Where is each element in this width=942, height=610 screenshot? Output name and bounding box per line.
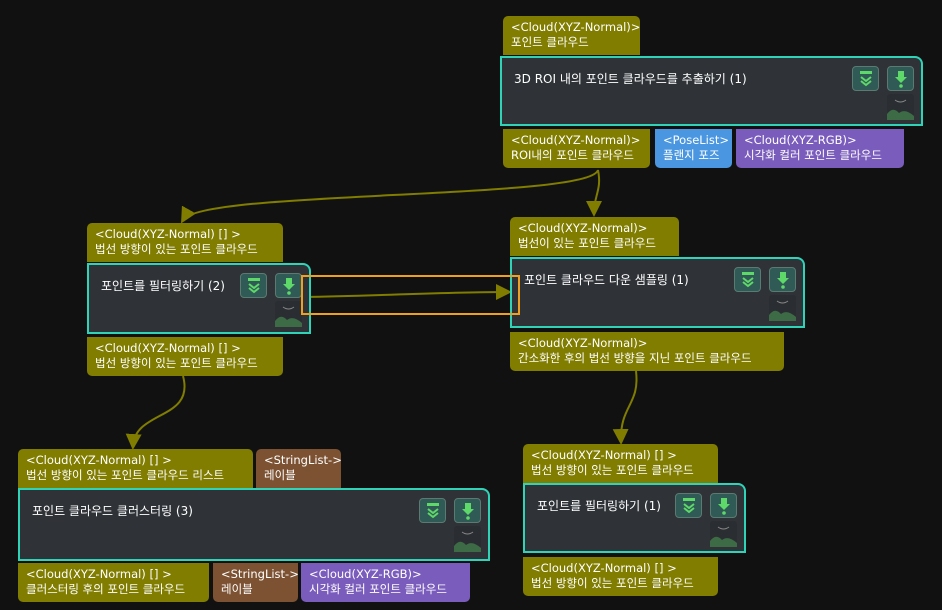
node-title: 3D ROI 내의 포인트 클라우드를 추출하기 (1): [514, 72, 747, 86]
port-type: <Cloud(XYZ-Normal) [] >: [26, 453, 172, 467]
selection-rectangle: [301, 275, 520, 315]
collapse-button[interactable]: [675, 493, 702, 518]
double-chevron-down-icon: [741, 271, 754, 287]
run-button[interactable]: [887, 66, 914, 91]
double-chevron-down-icon: [682, 497, 695, 513]
port-type: <StringList->: [264, 453, 342, 467]
port-label: 법선이 있는 포인트 클라우드: [518, 236, 656, 250]
edge-downsample-to-filter1[interactable]: [612, 370, 638, 445]
port-type: <Cloud(XYZ-Normal) [] >: [531, 448, 677, 462]
edge-roi-to-downsample[interactable]: [586, 169, 603, 217]
port-label: 플랜지 포즈: [663, 148, 720, 162]
port-type: <Cloud(XYZ-Normal)>: [518, 221, 648, 235]
visualization-toggle-icon[interactable]: [887, 94, 914, 120]
input-port[interactable]: <Cloud(XYZ-Normal)>법선이 있는 포인트 클라우드: [510, 217, 679, 256]
port-type: <Cloud(XYZ-Normal) [] >: [95, 341, 241, 355]
output-port[interactable]: <Cloud(XYZ-Normal)>간소화한 후의 법선 방향을 지닌 포인트…: [510, 332, 784, 371]
step-node-downsample-1[interactable]: 포인트 클라우드 다운 샘플링 (1): [510, 257, 805, 328]
visualization-toggle-icon[interactable]: [769, 295, 796, 321]
output-port[interactable]: <Cloud(XYZ-RGB)>시각화 컬러 포인트 클라우드: [736, 129, 904, 168]
port-type: <Cloud(XYZ-Normal)>: [511, 133, 641, 147]
input-port[interactable]: <Cloud(XYZ-Normal) [] >법선 방향이 있는 포인트 클라우…: [523, 444, 718, 483]
port-type: <Cloud(XYZ-Normal) [] >: [95, 227, 241, 241]
collapse-button[interactable]: [419, 498, 446, 523]
arrow-down-icon: [894, 70, 907, 88]
double-chevron-down-icon: [247, 277, 260, 293]
port-label: 포인트 클라우드: [511, 35, 589, 49]
run-button[interactable]: [454, 498, 481, 523]
port-type: <Cloud(XYZ-Normal) [] >: [26, 567, 172, 581]
edge-filter2-to-clustering[interactable]: [125, 375, 186, 450]
port-type: <PoseList>: [663, 133, 730, 147]
output-port[interactable]: <Cloud(XYZ-Normal) [] >법선 방향이 있는 포인트 클라우…: [523, 557, 718, 596]
port-label: 간소화한 후의 법선 방향을 지닌 포인트 클라우드: [518, 351, 752, 365]
port-label: 시각화 컬러 포인트 클라우드: [309, 582, 447, 596]
output-port[interactable]: <Cloud(XYZ-Normal)>ROI내의 포인트 클라우드: [503, 129, 650, 168]
port-label: ROI내의 포인트 클라우드: [511, 148, 634, 162]
visualization-toggle-icon[interactable]: [710, 521, 737, 547]
node-title: 포인트를 필터링하기 (2): [101, 279, 225, 293]
step-node-filter-2[interactable]: 포인트를 필터링하기 (2): [87, 263, 311, 334]
port-type: <Cloud(XYZ-Normal) [] >: [531, 561, 677, 575]
arrow-down-icon: [282, 277, 295, 295]
port-type: <StringList->: [221, 567, 299, 581]
output-port[interactable]: <Cloud(XYZ-RGB)>시각화 컬러 포인트 클라우드: [301, 563, 470, 602]
port-type: <Cloud(XYZ-Normal)>: [511, 20, 641, 34]
collapse-button[interactable]: [240, 273, 267, 298]
port-label: 법선 방향이 있는 포인트 클라우드 리스트: [26, 468, 225, 482]
port-type: <Cloud(XYZ-RGB)>: [744, 133, 857, 147]
port-type: <Cloud(XYZ-RGB)>: [309, 567, 422, 581]
port-label: 법선 방향이 있는 포인트 클라우드: [531, 576, 694, 590]
step-node-extract-roi[interactable]: 3D ROI 내의 포인트 클라우드를 추출하기 (1): [500, 56, 923, 126]
arrow-down-icon: [776, 271, 789, 289]
output-port[interactable]: <StringList->레이블: [213, 563, 299, 602]
input-port[interactable]: <Cloud(XYZ-Normal) [] >법선 방향이 있는 포인트 클라우…: [87, 223, 283, 262]
edge-roi-to-filter2[interactable]: [180, 169, 599, 224]
port-label: 클러스터링 후의 포인트 클라우드: [26, 582, 186, 596]
run-button[interactable]: [275, 273, 302, 298]
double-chevron-down-icon: [859, 70, 872, 86]
port-label: 레이블: [221, 582, 253, 596]
node-title: 포인트 클라우드 클러스터링 (3): [32, 504, 193, 518]
step-node-clustering-3[interactable]: 포인트 클라우드 클러스터링 (3): [18, 488, 490, 561]
port-type: <Cloud(XYZ-Normal)>: [518, 336, 648, 350]
visualization-toggle-icon[interactable]: [275, 301, 302, 327]
port-label: 시각화 컬러 포인트 클라우드: [744, 148, 882, 162]
run-button[interactable]: [710, 493, 737, 518]
step-node-filter-1[interactable]: 포인트를 필터링하기 (1): [523, 483, 746, 553]
arrow-down-icon: [461, 502, 474, 520]
port-label: 법선 방향이 있는 포인트 클라우드: [95, 242, 258, 256]
port-label: 법선 방향이 있는 포인트 클라우드: [95, 356, 258, 370]
run-button[interactable]: [769, 267, 796, 292]
edge-filter2-to-downsample[interactable]: [302, 284, 512, 301]
node-title: 포인트 클라우드 다운 샘플링 (1): [524, 273, 689, 287]
output-port[interactable]: <Cloud(XYZ-Normal) [] >법선 방향이 있는 포인트 클라우…: [87, 337, 283, 376]
port-label: 레이블: [264, 468, 296, 482]
collapse-button[interactable]: [852, 66, 879, 91]
input-port[interactable]: <Cloud(XYZ-Normal)>포인트 클라우드: [503, 16, 640, 55]
port-label: 법선 방향이 있는 포인트 클라우드: [531, 463, 694, 477]
output-port[interactable]: <Cloud(XYZ-Normal) [] >클러스터링 후의 포인트 클라우드: [18, 563, 209, 602]
input-port[interactable]: <Cloud(XYZ-Normal) [] >법선 방향이 있는 포인트 클라우…: [18, 449, 253, 488]
arrow-down-icon: [717, 497, 730, 515]
input-port[interactable]: <StringList->레이블: [256, 449, 342, 488]
double-chevron-down-icon: [426, 502, 439, 518]
node-title: 포인트를 필터링하기 (1): [537, 499, 661, 513]
collapse-button[interactable]: [734, 267, 761, 292]
visualization-toggle-icon[interactable]: [454, 526, 481, 552]
output-port[interactable]: <PoseList>플랜지 포즈: [655, 129, 732, 168]
